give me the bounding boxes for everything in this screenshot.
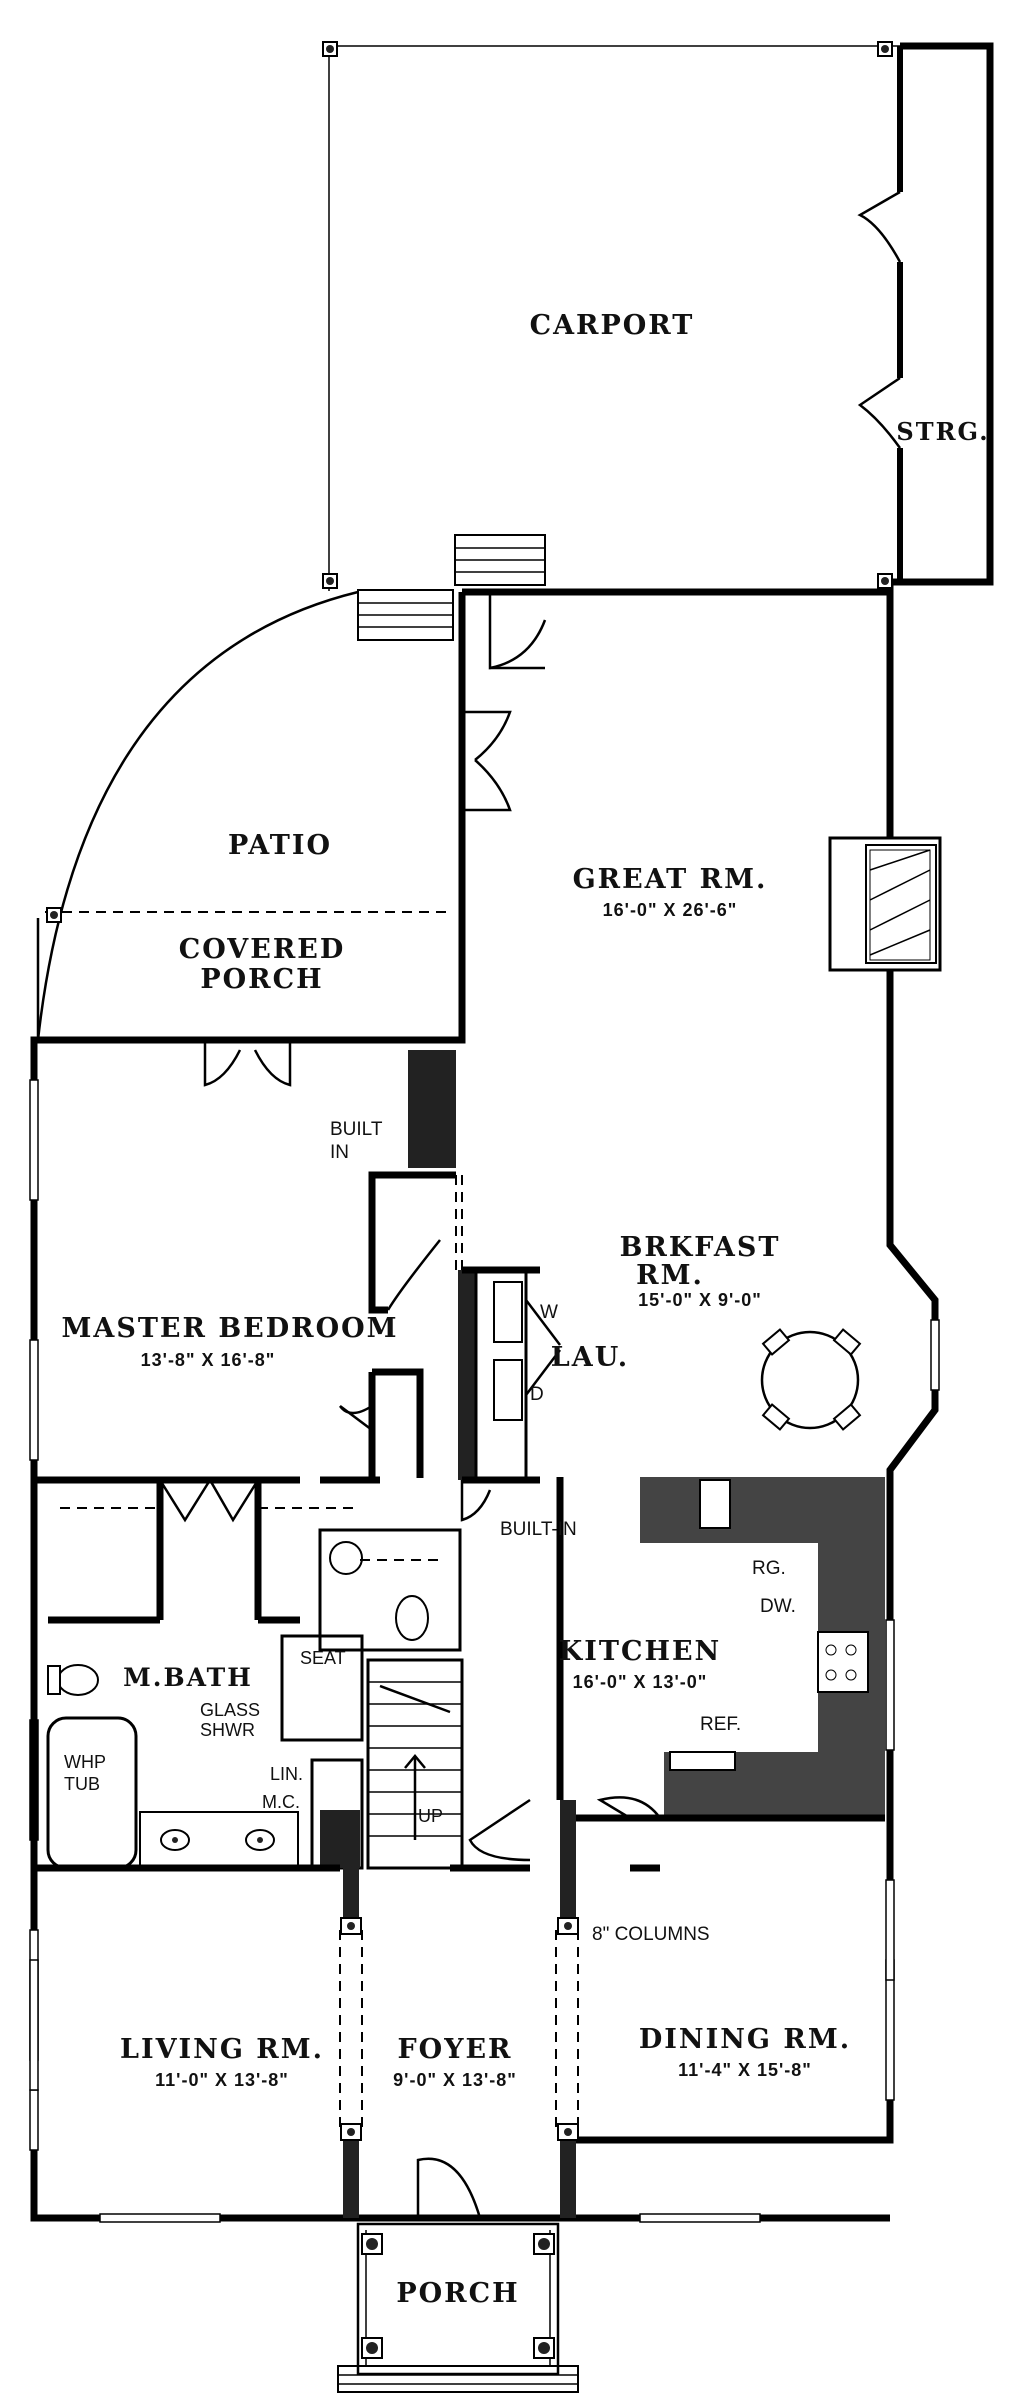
foyer-dimensions: 9'-0" X 13'-8" <box>393 2070 517 2090</box>
exterior-walls <box>29 588 942 2222</box>
covered-porch-label-1: COVERED <box>179 934 346 965</box>
carport-area <box>322 41 994 641</box>
dryer-label: D <box>530 1384 544 1405</box>
great-room-dimensions: 16'-0" X 26'-6" <box>603 900 738 920</box>
refrigerator-label: REF. <box>700 1714 741 1735</box>
post <box>881 577 889 585</box>
powder-toilet <box>395 1595 429 1641</box>
kitchen-counters <box>556 1477 885 1822</box>
shower <box>280 1634 364 1742</box>
kitchen-sink <box>817 1631 869 1693</box>
french-door <box>462 710 512 812</box>
up-label: UP <box>418 1806 443 1826</box>
stairs <box>366 1658 464 1870</box>
covered-porch-label-2: PORCH <box>200 964 323 995</box>
built-in-note-1: BUILT <box>330 1119 383 1140</box>
window <box>885 1959 895 2101</box>
washer <box>493 1281 523 1343</box>
window <box>29 1079 39 1201</box>
laundry-label: LAU. <box>551 1342 629 1373</box>
patio-label: PATIO <box>228 830 332 861</box>
master-bedroom-label: MASTER BEDROOM <box>61 1313 398 1344</box>
hall-door <box>460 1480 492 1522</box>
front-walls <box>29 1796 895 2223</box>
dining-door <box>596 1796 662 1820</box>
kitchen-label: KITCHEN <box>559 1636 721 1667</box>
post <box>326 45 334 53</box>
linen-label: LIN. <box>270 1764 303 1784</box>
dryer <box>493 1359 523 1421</box>
east-wall <box>462 588 939 2144</box>
built-in-note-2: IN <box>330 1142 349 1163</box>
great-room-door <box>488 592 547 670</box>
breakfast-label-2: RM. <box>636 1260 704 1291</box>
patio-arc <box>36 590 359 1041</box>
bedroom-french-door <box>203 1040 292 1087</box>
kitchen-door <box>468 1798 531 1862</box>
foyer-label: FOYER <box>398 2034 513 2065</box>
glass-label-2: SHWR <box>200 1720 255 1740</box>
storage-door-1 <box>857 190 902 263</box>
range <box>699 1479 731 1529</box>
dining-room-dimensions: 11'-4" X 15'-8" <box>678 2060 812 2080</box>
window <box>930 1319 940 1391</box>
storage-label: STRG. <box>896 417 989 446</box>
seat-label: SEAT <box>300 1648 346 1668</box>
laundry-area <box>458 1266 561 1484</box>
living-room-label: LIVING RM. <box>120 2034 324 2065</box>
dishwasher-label: DW. <box>760 1596 796 1617</box>
carport-label: CARPORT <box>530 310 695 341</box>
master-bath <box>30 1479 462 1870</box>
porch-label: PORCH <box>396 2278 519 2309</box>
breakfast-table <box>760 1328 862 1431</box>
glass-label-1: GLASS <box>200 1700 260 1720</box>
kitchen-dimensions: 16'-0" X 13'-0" <box>573 1672 708 1692</box>
window <box>885 1619 895 1751</box>
living-room-dimensions: 11'-0" X 13'-8" <box>155 2070 289 2090</box>
post <box>326 577 334 585</box>
washer-label: W <box>540 1302 558 1323</box>
toilet <box>57 1664 99 1696</box>
whp-label-1: WHP <box>64 1752 106 1772</box>
post <box>881 45 889 53</box>
patio-area <box>36 590 450 1041</box>
front-door <box>416 2157 482 2219</box>
master-bedroom-walls <box>34 1040 463 1484</box>
breakfast-dimensions: 15'-0" X 9'-0" <box>638 1290 762 1310</box>
master-bedroom-dimensions: 13'-8" X 16'-8" <box>141 1350 276 1370</box>
closet-door <box>386 1239 441 1311</box>
dining-room-label: DINING RM. <box>639 2024 851 2055</box>
built-in-cabinet <box>408 1050 456 1168</box>
window <box>29 2089 39 2151</box>
window <box>29 1339 39 1461</box>
refrigerator <box>669 1751 736 1771</box>
storage-door-2 <box>857 376 902 449</box>
range-label: RG. <box>752 1558 786 1579</box>
breakfast-label-1: BRKFAST <box>620 1232 781 1263</box>
columns-label: 8" COLUMNS <box>592 1924 710 1945</box>
built-in-hall-label: BUILT-IN <box>500 1519 577 1540</box>
m-bath-label: M.BATH <box>123 1663 253 1692</box>
great-room-label: GREAT RM. <box>573 864 768 895</box>
storage-walls <box>886 42 994 592</box>
mc-label: M.C. <box>262 1792 300 1812</box>
front-porch <box>337 2222 579 2393</box>
powder-sink <box>329 1541 363 1575</box>
whp-label-2: TUB <box>64 1774 100 1794</box>
